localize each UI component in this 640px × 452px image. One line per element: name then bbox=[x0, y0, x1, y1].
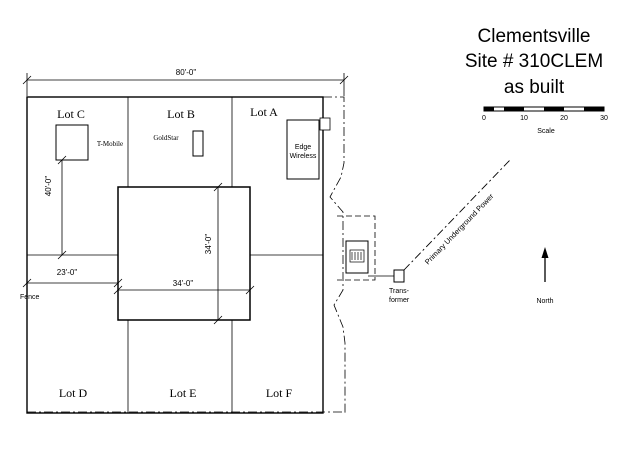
scale-bar-segment bbox=[484, 107, 494, 111]
lot-a-label: Lot A bbox=[250, 105, 278, 119]
scale-tick-label: 30 bbox=[600, 115, 608, 122]
title-line-2: Site # 310CLEM bbox=[465, 51, 603, 72]
edge-wireless-shelter bbox=[286, 119, 320, 180]
central-building bbox=[117, 186, 251, 321]
dimension-tick bbox=[22, 278, 32, 288]
building-width-dimension bbox=[113, 285, 255, 295]
north-arrow: North bbox=[536, 247, 554, 305]
scale-tick-label: 10 bbox=[520, 115, 528, 122]
scale-bar: 0 10 20 30 Scale bbox=[482, 106, 608, 135]
building-width-label: 34'-0" bbox=[173, 279, 194, 288]
overall-width-label: 80'-0" bbox=[176, 68, 197, 77]
dimension-tick bbox=[213, 315, 223, 325]
property-line bbox=[27, 96, 346, 413]
tmobile-shelter bbox=[55, 124, 89, 161]
dimension-tick bbox=[22, 75, 32, 85]
transformer-label-line-2: former bbox=[389, 297, 410, 304]
primary-power-label: Primary Underground Power bbox=[423, 191, 496, 266]
dimension-tick bbox=[113, 278, 123, 288]
north-arrow-icon bbox=[541, 247, 549, 258]
equipment-pad-enclosure bbox=[337, 215, 376, 281]
lot-d-label: Lot D bbox=[59, 386, 88, 400]
transformer-label-line-1: Trans- bbox=[389, 288, 410, 295]
lot-c-depth-dimension bbox=[57, 155, 67, 260]
scale-tick-label: 0 bbox=[482, 115, 486, 122]
scale-tick-label: 20 bbox=[560, 115, 568, 122]
dimension-tick bbox=[113, 285, 123, 295]
goldstar-label: GoldStar bbox=[153, 134, 179, 142]
scale-bar-segment bbox=[544, 107, 564, 111]
lot-e-label: Lot E bbox=[170, 386, 197, 400]
overall-width-dimension bbox=[22, 73, 349, 96]
title-line-1: Clementsville bbox=[478, 26, 591, 47]
dimension-tick bbox=[339, 75, 349, 85]
dimension-tick bbox=[213, 182, 223, 192]
lot-c-depth-label: 40'-0" bbox=[44, 176, 53, 197]
scale-bar-segment bbox=[504, 107, 524, 111]
left-offset-label: 23'-0" bbox=[57, 268, 78, 277]
tmobile-label: T-Mobile bbox=[97, 140, 123, 148]
dimension-tick bbox=[57, 155, 67, 165]
primary-power-line bbox=[403, 159, 511, 271]
lot-c-label: Lot C bbox=[57, 107, 85, 121]
building-depth-label: 34'-0" bbox=[204, 234, 213, 255]
north-label: North bbox=[536, 298, 553, 305]
edge-wireless-label-line-1: Edge bbox=[295, 144, 311, 151]
lot-f-label: Lot F bbox=[266, 386, 293, 400]
left-offset-dimension bbox=[22, 278, 123, 288]
goldstar-cabinet bbox=[192, 130, 204, 157]
scale-label: Scale bbox=[537, 128, 555, 135]
title-block: Clementsville Site # 310CLEM as built bbox=[465, 26, 603, 98]
title-line-3: as built bbox=[504, 77, 565, 98]
edge-wireless-meter bbox=[319, 117, 331, 131]
scale-bar-segment bbox=[584, 107, 604, 111]
dimension-tick bbox=[245, 285, 255, 295]
property-line-east bbox=[323, 96, 346, 413]
edge-wireless-label-line-2: Wireless bbox=[290, 153, 317, 160]
lot-dividers bbox=[27, 97, 323, 413]
transformer-box bbox=[393, 269, 405, 283]
generator-vent bbox=[349, 249, 365, 263]
lot-b-label: Lot B bbox=[167, 107, 195, 121]
fence-label: Fence bbox=[20, 294, 40, 301]
dimension-tick bbox=[57, 250, 67, 260]
generator-pad bbox=[345, 240, 369, 274]
building-depth-dimension bbox=[213, 182, 223, 325]
